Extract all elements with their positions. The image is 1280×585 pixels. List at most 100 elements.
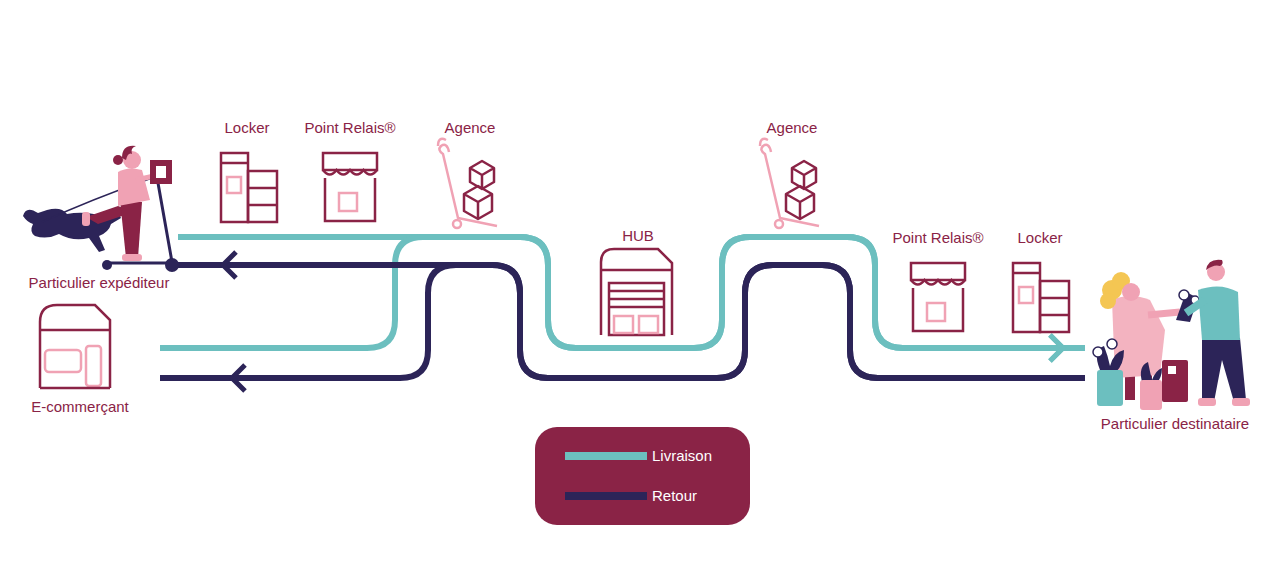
agency-icon-part — [792, 161, 816, 189]
locker-icon-part — [221, 162, 248, 165]
recipient-illustration-part — [1179, 290, 1189, 300]
locker-node: Locker — [212, 119, 282, 227]
hub-icon-part — [609, 290, 664, 293]
locker-icon-part — [1019, 287, 1033, 303]
route-line — [160, 237, 1085, 348]
hub-node: HUB — [595, 227, 681, 339]
locker-icon-part — [1040, 297, 1069, 300]
node-label: Locker — [975, 229, 1105, 247]
recipient-illustration-part — [1198, 398, 1216, 406]
recipient-illustration-part — [1140, 380, 1162, 410]
sender-node: Particulier expéditeur — [20, 140, 178, 292]
recipient-illustration-part — [1148, 312, 1180, 315]
locker-icon-part — [221, 153, 248, 222]
hub-icon-part — [601, 269, 672, 272]
sender-illustration-part — [82, 212, 90, 226]
return-route — [178, 252, 1085, 378]
sender-illustration-part — [156, 166, 166, 178]
agency-icon-part — [464, 186, 492, 219]
agency-icon-part — [438, 139, 446, 146]
merchant-icon-part — [40, 387, 110, 390]
sender-illustration-part — [118, 168, 150, 206]
locker-icon — [1013, 263, 1069, 332]
hub-icon — [601, 249, 672, 335]
agency-icon-part — [453, 220, 461, 228]
legend-swatch — [565, 492, 647, 500]
agency-node: Agence — [752, 119, 832, 229]
hub-icon-part — [614, 316, 633, 333]
node-label: Point Relais® — [270, 119, 430, 137]
legend-swatch — [565, 452, 647, 460]
node-label-group: Point Relais® — [270, 119, 430, 137]
relay-point-icon-part — [339, 193, 357, 211]
hub-icon-part — [609, 298, 664, 301]
recipient-illustration-part — [1186, 300, 1205, 313]
merchant-icon-part — [86, 346, 101, 386]
sender-illustration-part — [113, 155, 123, 165]
hub-icon-part — [639, 316, 658, 333]
locker-icon-part — [1040, 314, 1069, 317]
recipient-illustration-part — [1198, 286, 1240, 340]
merchant-node: E-commerçant — [0, 298, 160, 416]
node-label: Particulier expéditeur — [0, 274, 208, 292]
recipient-illustration-part — [1162, 360, 1188, 402]
relay-point-icon-part — [911, 263, 965, 280]
sender-illustration-part — [120, 200, 142, 258]
relay-point-icon-part — [323, 170, 377, 175]
node-label-group: Particulier expéditeur — [0, 274, 208, 292]
locker-icon-part — [248, 187, 277, 190]
node-label: E-commerçant — [0, 398, 190, 416]
recipient-illustration-part — [1093, 347, 1103, 357]
recipient-illustration-part — [1122, 283, 1140, 301]
locker-node: Locker — [1005, 229, 1075, 335]
node-label: Locker — [182, 119, 312, 137]
relay-point-icon-part — [323, 153, 377, 170]
recipient-illustration-part — [1107, 339, 1117, 349]
agency-icon — [760, 139, 819, 228]
legend-label: Livraison — [652, 447, 712, 465]
merchant-icon — [40, 305, 110, 388]
recipient-illustration-part — [1232, 398, 1250, 406]
relay-point-icon-part — [927, 303, 945, 321]
node-label-group: Agence — [400, 119, 540, 137]
sender-illustration-part — [122, 254, 142, 261]
legend-row: Retour — [565, 487, 735, 505]
legend-label: Retour — [652, 487, 697, 505]
node-label: Point Relais® — [858, 229, 1018, 247]
locker-icon — [221, 153, 277, 222]
recipient-illustration-part — [1202, 338, 1246, 402]
relay-point-icon — [911, 263, 965, 331]
recipient-illustration — [1093, 260, 1250, 410]
locker-icon-part — [248, 171, 277, 222]
relay-point-icon — [323, 153, 377, 221]
node-label: HUB — [565, 227, 711, 245]
node-label-group: HUB — [565, 227, 711, 245]
recipient-illustration-part — [1168, 366, 1176, 374]
node-label: Particulier destinataire — [1055, 415, 1280, 433]
merchant-icon-part — [40, 329, 110, 332]
arrow-head — [232, 365, 245, 391]
legend-box: LivraisonRetour — [535, 427, 750, 525]
merchant-icon-part — [40, 305, 110, 388]
route-line — [160, 265, 1085, 378]
agency-icon-part — [775, 220, 783, 228]
locker-icon-part — [248, 204, 277, 207]
sender-illustration-part — [165, 258, 179, 272]
sender-illustration — [23, 146, 179, 272]
relay-point-icon-part — [913, 288, 963, 331]
legend-row: Livraison — [565, 447, 735, 465]
delivery-route — [160, 237, 1085, 361]
node-label-group: Locker — [975, 229, 1105, 247]
node-label: Agence — [400, 119, 540, 137]
agency-node: Agence — [430, 119, 510, 229]
locker-icon-part — [227, 177, 241, 193]
agency-icon — [438, 139, 497, 228]
hub-icon-part — [609, 283, 664, 335]
node-label: Agence — [722, 119, 862, 137]
node-label-group: Agence — [722, 119, 862, 137]
return-route — [160, 265, 1085, 391]
arrow-head — [223, 252, 236, 278]
relay-point-node: Point Relais® — [888, 229, 988, 335]
hub-icon-part — [609, 306, 664, 309]
recipient-illustration-part — [1206, 260, 1223, 270]
